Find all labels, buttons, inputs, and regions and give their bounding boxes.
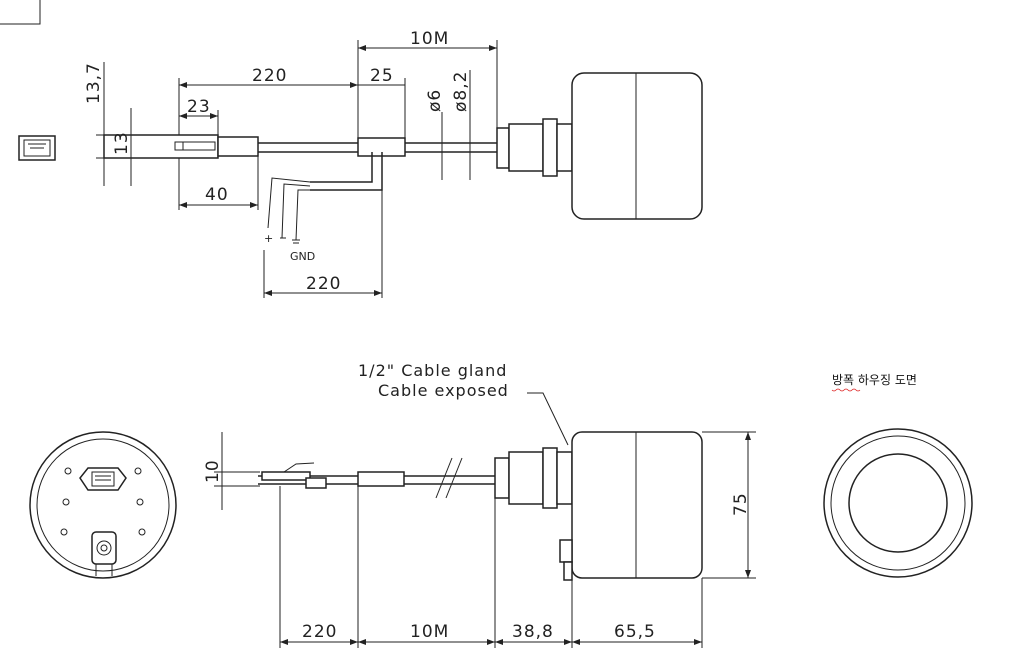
front-view xyxy=(29,431,177,579)
dim-10m-top: 10M xyxy=(410,29,449,49)
side-splitter xyxy=(357,471,405,487)
gland-leader-line xyxy=(527,392,569,446)
connector-port-icon xyxy=(79,467,127,491)
wire-plus-label: + xyxy=(264,232,273,245)
spellcheck-underline xyxy=(831,388,861,392)
dim-38-8: 38,8 xyxy=(512,622,554,642)
dim-40: 40 xyxy=(205,185,229,205)
plug-boot xyxy=(217,136,259,157)
rj45-connector-icon xyxy=(18,135,56,161)
dim-75: 75 xyxy=(731,492,751,516)
top-view: + GND 10M 220 25 23 40 13, xyxy=(18,29,703,298)
dim-220-lead: 220 xyxy=(306,274,341,294)
dim-220-bottom: 220 xyxy=(302,622,337,642)
dim-13: 13 xyxy=(112,131,132,155)
gnd-label: GND xyxy=(290,250,315,263)
dim-diameter-8-2: ø8,2 xyxy=(451,71,471,112)
dim-10: 10 xyxy=(203,459,223,483)
side-view: 1/2" Cable gland Cable exposed 10 75 220… xyxy=(203,361,756,648)
plug-latch xyxy=(174,141,216,151)
dim-diameter-6: ø6 xyxy=(425,89,445,112)
dim-10m-bottom: 10M xyxy=(410,622,449,642)
dim-13-7: 13,7 xyxy=(84,62,104,104)
gland-label-line1: 1/2" Cable gland xyxy=(358,361,507,380)
dim-23: 23 xyxy=(187,97,211,117)
explosion-proof-housing-view: 방폭 하우징 도면 xyxy=(823,373,973,578)
gland-port xyxy=(91,531,117,565)
korean-title: 방폭 하우징 도면 xyxy=(832,373,917,387)
cable-gland xyxy=(508,123,544,172)
dim-65-5: 65,5 xyxy=(614,622,656,642)
sensor-housing xyxy=(571,72,703,220)
dim-25: 25 xyxy=(370,66,394,86)
dim-220-top: 220 xyxy=(252,66,287,86)
side-housing xyxy=(571,431,703,579)
lead-cable xyxy=(310,152,373,183)
frame-corner xyxy=(0,0,41,25)
side-gland xyxy=(508,451,544,505)
gland-label-line2: Cable exposed xyxy=(378,381,509,400)
